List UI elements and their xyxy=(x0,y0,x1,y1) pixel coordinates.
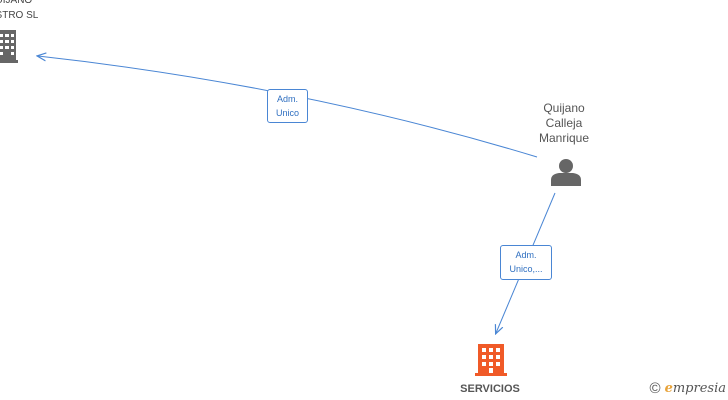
copyright-icon: © xyxy=(649,380,661,397)
person-icon[interactable] xyxy=(551,159,581,186)
edge-label-adm-unico-multi: Adm. Unico,... xyxy=(500,245,552,280)
empresia-logo: empresia xyxy=(664,381,726,396)
empresia-watermark: © empresia xyxy=(650,380,726,397)
bottom-company-label[interactable]: SERVICIOS xyxy=(460,383,520,395)
edge-label-adm-unico: Adm. Unico xyxy=(267,89,308,123)
building-icon[interactable] xyxy=(475,344,507,376)
top-company-label[interactable]: QUIJANO CASTRO SL xyxy=(0,0,39,21)
building-icon[interactable] xyxy=(0,30,18,63)
person-label[interactable]: Quijano Calleja Manrique xyxy=(538,101,590,145)
